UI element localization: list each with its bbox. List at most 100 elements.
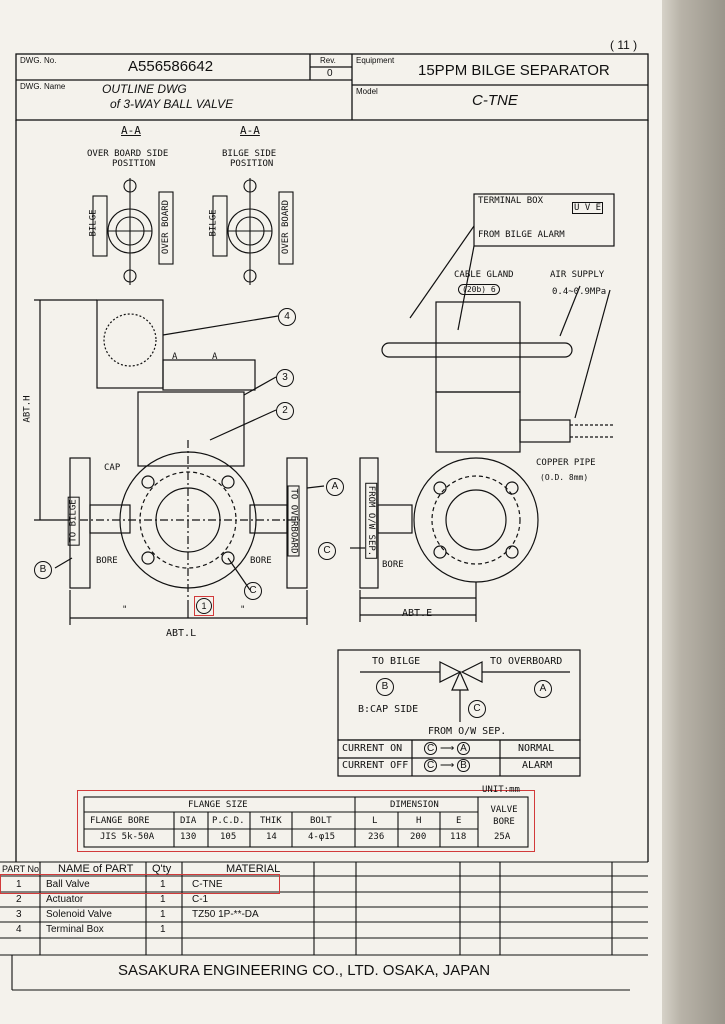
arrow-right-icon: ⟶: [440, 760, 455, 771]
flow-port-b: B: [376, 678, 394, 696]
flow-to-bilge: TO BILGE: [372, 656, 421, 667]
from-bilge-alarm-label: FROM BILGE ALARM: [478, 230, 565, 240]
spec-valve-bore: VALVE BORE: [490, 805, 518, 827]
spec-v-valve-bore: 25A: [494, 832, 511, 842]
rev-value: 0: [327, 68, 333, 79]
dwg-no: A556586642: [128, 58, 214, 75]
callout-part-4: 4: [278, 308, 296, 326]
copper-od-label: (O.D. 8mm): [540, 473, 589, 482]
flow-b-cap-side: B:CAP SIDE: [358, 704, 419, 715]
spec-flange-size: FLANGE SIZE: [188, 800, 248, 810]
uve-terminals: U V E: [572, 202, 604, 214]
from-ow-sep-label: FROM O/W SEP.: [365, 482, 378, 560]
air-supply-label: AIR SUPPLY: [550, 270, 605, 280]
spec-h-flange-bore: FLANGE BORE: [90, 816, 150, 826]
section-a-mark-2: A: [212, 352, 218, 362]
state-row-2-from: C: [424, 759, 438, 772]
state-row-2-route: C ⟶ B: [424, 759, 470, 772]
parts-h-name: NAME of PART: [58, 863, 134, 875]
parts-row-1-no: 1: [16, 879, 22, 890]
spec-v-e: 118: [450, 832, 467, 842]
spec-dimension: DIMENSION: [390, 800, 439, 810]
page-edge: [662, 0, 725, 1024]
spec-v-h: 200: [410, 832, 427, 842]
arrow-right-icon: ⟶: [440, 743, 455, 754]
page-number: ( 11 ): [610, 38, 638, 52]
state-row-1-route: C ⟶ A: [424, 742, 470, 755]
copper-pipe-label: COPPER PIPE: [536, 458, 596, 468]
bilge-label-2: BILGE: [208, 209, 219, 237]
spec-v-l: 236: [368, 832, 385, 842]
flow-to-overboard: TO OVERBOARD: [490, 656, 563, 667]
bore-label-1: BORE: [96, 556, 118, 566]
dwg-no-label: DWG. No.: [20, 56, 57, 65]
part-1-highlight: [0, 874, 280, 894]
parts-row-4-no: 4: [16, 924, 22, 935]
state-row-2: CURRENT OFF: [342, 760, 409, 771]
bilge-side-pos-1: BILGE SIDE: [222, 149, 277, 159]
callout-b: B: [34, 561, 52, 579]
footer-company: SASAKURA ENGINEERING CO., LTD. OSAKA, JA…: [118, 962, 491, 979]
parts-row-2-qty: 1: [160, 894, 166, 905]
spec-h-dia: DIA: [180, 816, 197, 826]
abt-e-label: ABT.E: [402, 608, 433, 619]
parts-h-no: PART No: [2, 864, 40, 874]
parts-row-1-material: C-TNE: [192, 879, 223, 890]
model-value: C-TNE: [472, 92, 518, 109]
parts-row-3-name: Solenoid Valve: [46, 909, 112, 920]
spec-h-h: H: [416, 816, 422, 826]
callout-part-1: 1: [196, 598, 212, 614]
spec-v-dia: 130: [180, 832, 197, 842]
spec-h-pcd: P.C.D.: [212, 816, 245, 826]
parts-row-4-name: Terminal Box: [46, 924, 104, 935]
abt-h-label: ABT.H: [22, 395, 33, 423]
dwg-name-line2: of 3-WAY BALL VALVE: [110, 97, 234, 111]
parts-h-qty: Q'ty: [152, 863, 172, 875]
parts-row-3-no: 3: [16, 909, 22, 920]
parts-h-material: MATERIAL: [226, 863, 281, 875]
abt-l-label: ABT.L: [166, 628, 197, 639]
to-bilge-label: TO BILGE: [67, 496, 80, 546]
dim-tick-right: ": [240, 605, 246, 615]
bore-label-3: BORE: [382, 560, 404, 570]
cable-gland-label: CABLE GLAND: [454, 270, 514, 280]
parts-row-4-qty: 1: [160, 924, 166, 935]
flow-from-ow-sep: FROM O/W SEP.: [428, 726, 507, 737]
over-board-label-2: OVER BOARD: [281, 199, 292, 255]
dim-tick-left: ": [122, 605, 128, 615]
state-row-1-from: C: [424, 742, 438, 755]
spec-h-e: E: [456, 816, 462, 826]
bilge-side-pos-2: POSITION: [230, 159, 274, 169]
bilge-label-1: BILGE: [88, 209, 99, 237]
part-1-callout-highlight: [194, 596, 214, 616]
parts-row-3-qty: 1: [160, 909, 166, 920]
overboard-side-pos-1: OVER BOARD SIDE: [87, 149, 169, 159]
section-a-mark-1: A: [172, 352, 178, 362]
flow-port-c: C: [468, 700, 486, 718]
callout-c-front: C: [244, 582, 262, 600]
terminal-box-label: TERMINAL BOX: [478, 196, 544, 206]
section-aa-label-1: A-A: [121, 124, 141, 137]
state-row-1: CURRENT ON: [342, 743, 403, 754]
over-board-label-1: OVER BOARD: [161, 199, 172, 255]
overboard-side-pos-2: POSITION: [112, 159, 156, 169]
equipment-name: 15PPM BILGE SEPARATOR: [418, 62, 610, 79]
rev-label: Rev.: [320, 56, 336, 65]
spec-unit: UNIT:mm: [482, 785, 520, 795]
state-row-1-to: A: [457, 742, 470, 755]
state-row-2-to: B: [457, 759, 470, 772]
state-row-2-result: ALARM: [522, 760, 553, 771]
parts-row-2-material: C-1: [192, 894, 209, 905]
parts-row-2-no: 2: [16, 894, 22, 905]
state-row-1-result: NORMAL: [518, 743, 555, 754]
section-aa-label-2: A-A: [240, 124, 260, 137]
spec-v-bolt: 4-φ15: [308, 832, 336, 842]
parts-row-1-name: Ball Valve: [46, 879, 90, 890]
spec-v-flange-bore: JIS 5k-50A: [100, 832, 155, 842]
bore-label-2: BORE: [250, 556, 272, 566]
spec-v-pcd: 105: [220, 832, 237, 842]
air-pressure: 0.4~0.9MPa: [552, 287, 607, 297]
dwg-name-label: DWG. Name: [20, 82, 66, 91]
spec-h-thik: THIK: [260, 816, 282, 826]
